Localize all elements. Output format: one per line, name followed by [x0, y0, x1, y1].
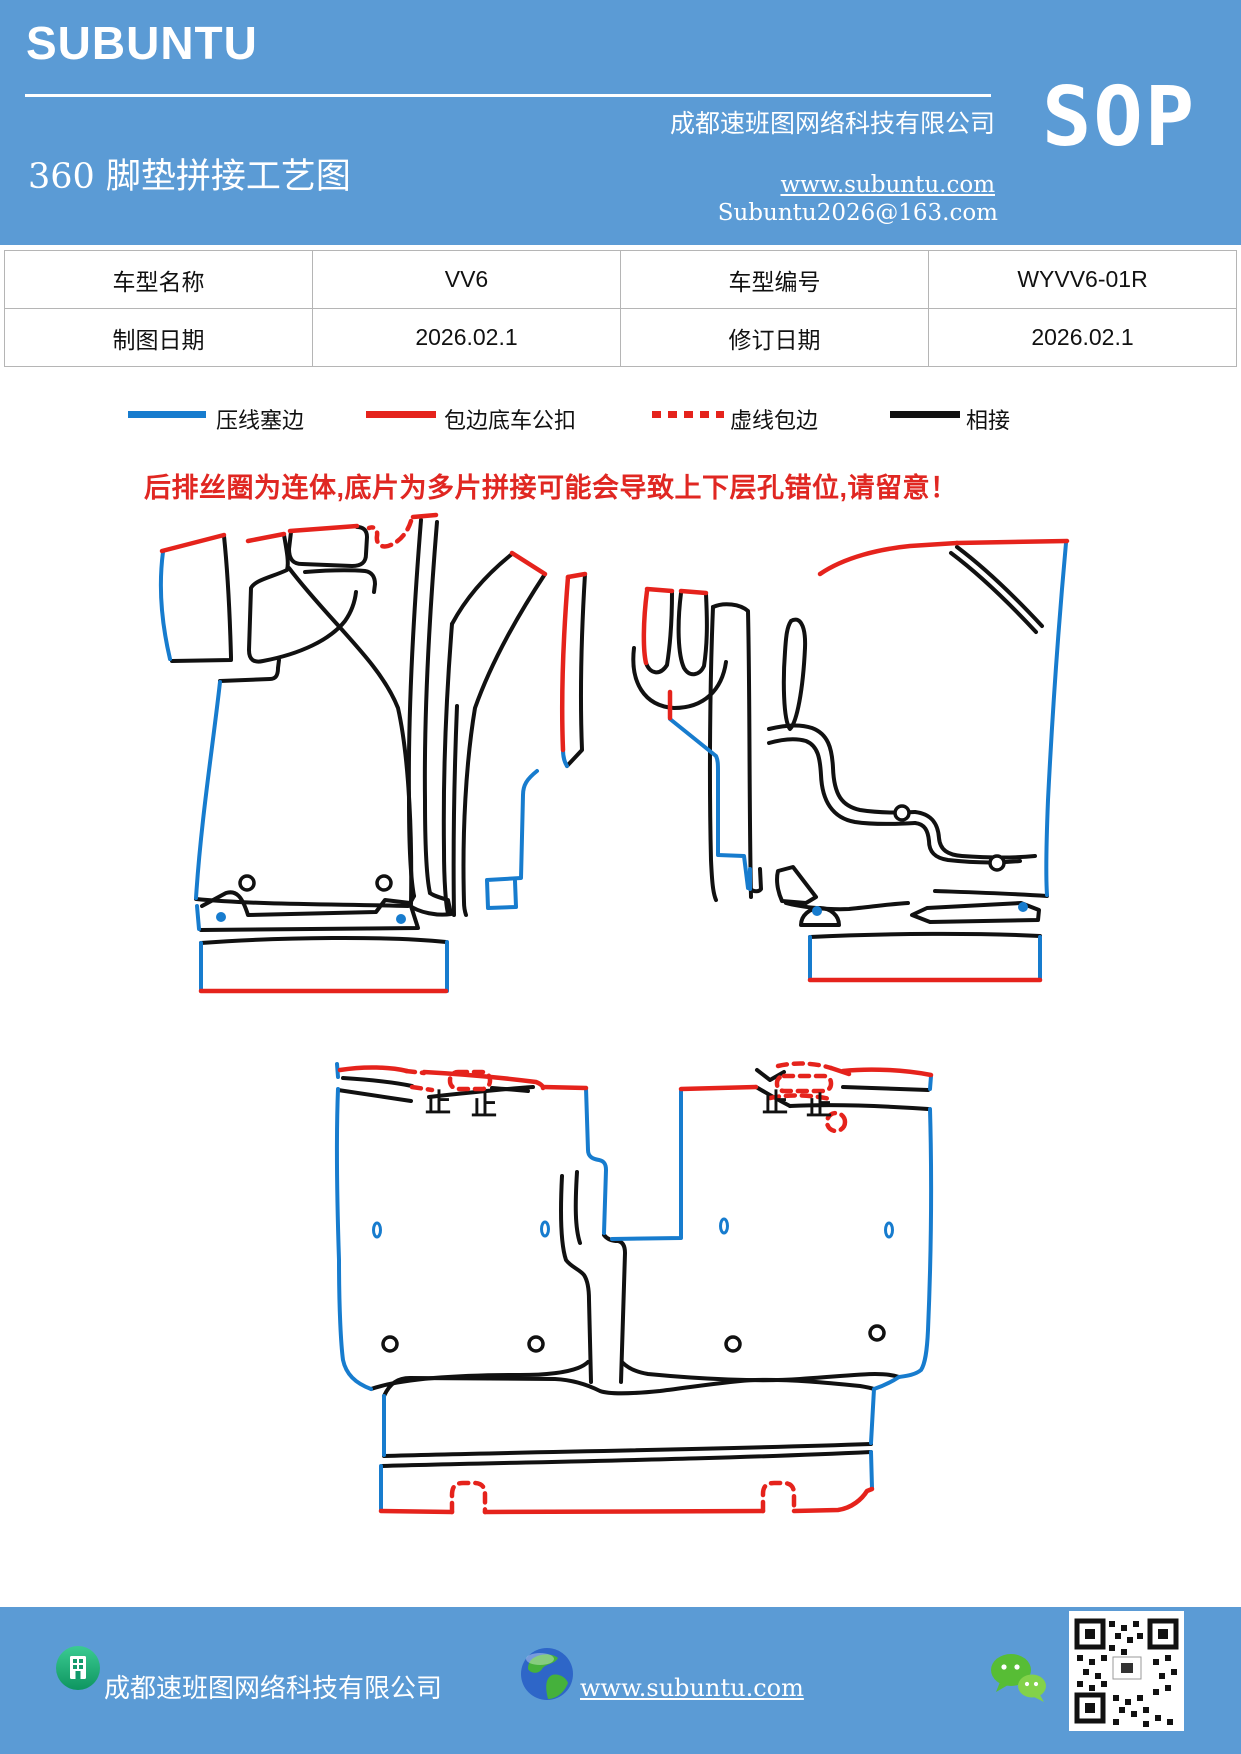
draw-date-value: 2026.02.1: [312, 308, 621, 367]
legend-line-press-edge: [128, 411, 206, 418]
legend-label-press-edge: 压线塞边: [216, 409, 305, 434]
brand-logo: SUBUNTU: [26, 17, 258, 69]
sop-badge: SOP: [1042, 70, 1197, 165]
legend-line-bound-edge: [366, 411, 436, 418]
vehicle-info-table: 车型名称 VV6 车型编号 WYVV6-01R 制图日期 2026.02.1 修…: [4, 250, 1237, 367]
header-email: Subuntu2026@163.com: [717, 200, 998, 226]
header-website-link[interactable]: www.subuntu.com: [780, 172, 995, 198]
model-name-value: VV6: [312, 250, 621, 309]
model-code-value: WYVV6-01R: [928, 250, 1237, 309]
header-banner: SUBUNTU 360 脚垫拼接工艺图 成都速班图网络科技有限公司 www.su…: [0, 0, 1241, 245]
warning-text: 后排丝圈为连体,底片为多片拼接可能会导致上下层孔错位,请留意！: [144, 473, 958, 503]
stop-mark: 止: [806, 1092, 832, 1122]
legend-line-joint: [890, 411, 960, 418]
legend-line-dashed-bound: [652, 411, 724, 418]
footer-company-name: 成都速班图网络科技有限公司: [104, 1674, 443, 1704]
legend-label-dashed-bound: 虚线包边: [730, 409, 819, 434]
model-name-label: 车型名称: [4, 250, 313, 309]
footer-website-link[interactable]: www.subuntu.com: [580, 1674, 804, 1702]
legend-label-bound-edge: 包边底车公扣: [444, 409, 577, 434]
stop-mark: 止: [471, 1092, 497, 1122]
page-title: 360 脚垫拼接工艺图: [28, 157, 351, 197]
front-left-mat-drawing: [158, 512, 548, 994]
draw-date-label: 制图日期: [4, 308, 313, 367]
table-row: 制图日期 2026.02.1 修订日期 2026.02.1: [4, 308, 1237, 367]
revise-date-value: 2026.02.1: [928, 308, 1237, 367]
stop-mark: 止: [425, 1089, 451, 1119]
front-right-mat-drawing: [559, 538, 1070, 983]
globe-icon: [521, 1648, 573, 1700]
rear-mat-drawing: 止 止 止 止: [334, 1061, 934, 1515]
table-row: 车型名称 VV6 车型编号 WYVV6-01R: [4, 250, 1237, 309]
header-company-name: 成都速班图网络科技有限公司: [669, 109, 995, 138]
stop-mark: 止: [762, 1089, 788, 1119]
legend-label-joint: 相接: [966, 409, 1011, 434]
qr-code: [1069, 1611, 1184, 1731]
header-divider: [25, 94, 991, 97]
revise-date-label: 修订日期: [620, 308, 929, 367]
model-code-label: 车型编号: [620, 250, 929, 309]
company-building-icon: [56, 1646, 100, 1690]
wechat-icon: [991, 1654, 1046, 1702]
